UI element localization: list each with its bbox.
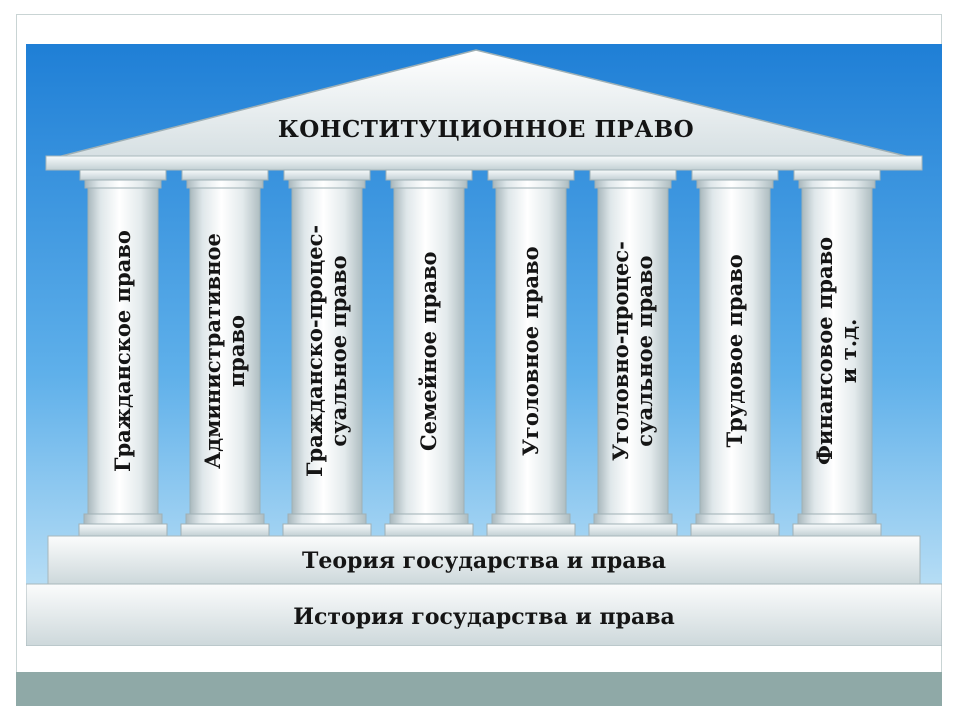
- column-capital: [589, 169, 677, 181]
- pillar-label: Гражданско-процес- суальное право: [302, 224, 351, 477]
- roof-label: КОНСТИТУЦИОННОЕ ПРАВО: [277, 116, 695, 143]
- column-base: [792, 523, 882, 537]
- column-base-ring: [185, 513, 265, 525]
- column-shaft: [495, 187, 567, 515]
- column-base: [180, 523, 270, 537]
- upper-step: [47, 535, 921, 585]
- column-base-ring: [797, 513, 877, 525]
- column-shaft: [87, 187, 159, 515]
- column-shaft: [291, 187, 363, 515]
- lower-step: [26, 583, 942, 646]
- column-base-ring: [695, 513, 775, 525]
- pillar-label: Уголовное право: [518, 246, 543, 456]
- columns-group: [78, 169, 882, 537]
- column-shaft: [801, 187, 873, 515]
- pillars-diagram: КОНСТИТУЦИОННОЕ ПРАВО Гражданское право А…: [26, 44, 942, 646]
- column-capital: [793, 169, 881, 181]
- entablature-beam: [45, 155, 923, 171]
- column-capital: [79, 169, 167, 181]
- pillar-label: Финансовое право и т.д.: [812, 236, 861, 465]
- column-capital: [487, 169, 575, 181]
- temple-graphic: [26, 44, 942, 646]
- column-base-ring: [83, 513, 163, 525]
- column-base: [384, 523, 474, 537]
- column-shaft: [597, 187, 669, 515]
- column-capital: [691, 169, 779, 181]
- column-capital: [385, 169, 473, 181]
- column-capital: [283, 169, 371, 181]
- column-capital-neck: [390, 179, 468, 189]
- pillar-label: Уголовно-процес- суальное право: [608, 241, 657, 461]
- column-base-ring: [287, 513, 367, 525]
- column-capital: [181, 169, 269, 181]
- pillar-label: Административное право: [200, 233, 249, 469]
- column-shaft: [393, 187, 465, 515]
- upper-step-label: Теория государства и права: [301, 548, 667, 574]
- column-shaft: [189, 187, 261, 515]
- column-base-ring: [491, 513, 571, 525]
- column-base: [486, 523, 576, 537]
- bottom-bar: [16, 672, 942, 706]
- column-capital-neck: [594, 179, 672, 189]
- column-capital-neck: [492, 179, 570, 189]
- column-shaft: [699, 187, 771, 515]
- pillar-label: Гражданское право: [110, 230, 135, 472]
- pillar-label: Трудовое право: [722, 254, 747, 448]
- pillar-label: Семейное право: [416, 251, 441, 451]
- column-base-ring: [593, 513, 673, 525]
- column-capital-neck: [186, 179, 264, 189]
- column-base: [690, 523, 780, 537]
- column-capital-neck: [798, 179, 876, 189]
- column-capital-neck: [696, 179, 774, 189]
- column-base-ring: [389, 513, 469, 525]
- column-base: [282, 523, 372, 537]
- column-capital-neck: [84, 179, 162, 189]
- column-base: [78, 523, 168, 537]
- column-capital-neck: [288, 179, 366, 189]
- lower-step-label: История государства и права: [293, 604, 675, 630]
- column-base: [588, 523, 678, 537]
